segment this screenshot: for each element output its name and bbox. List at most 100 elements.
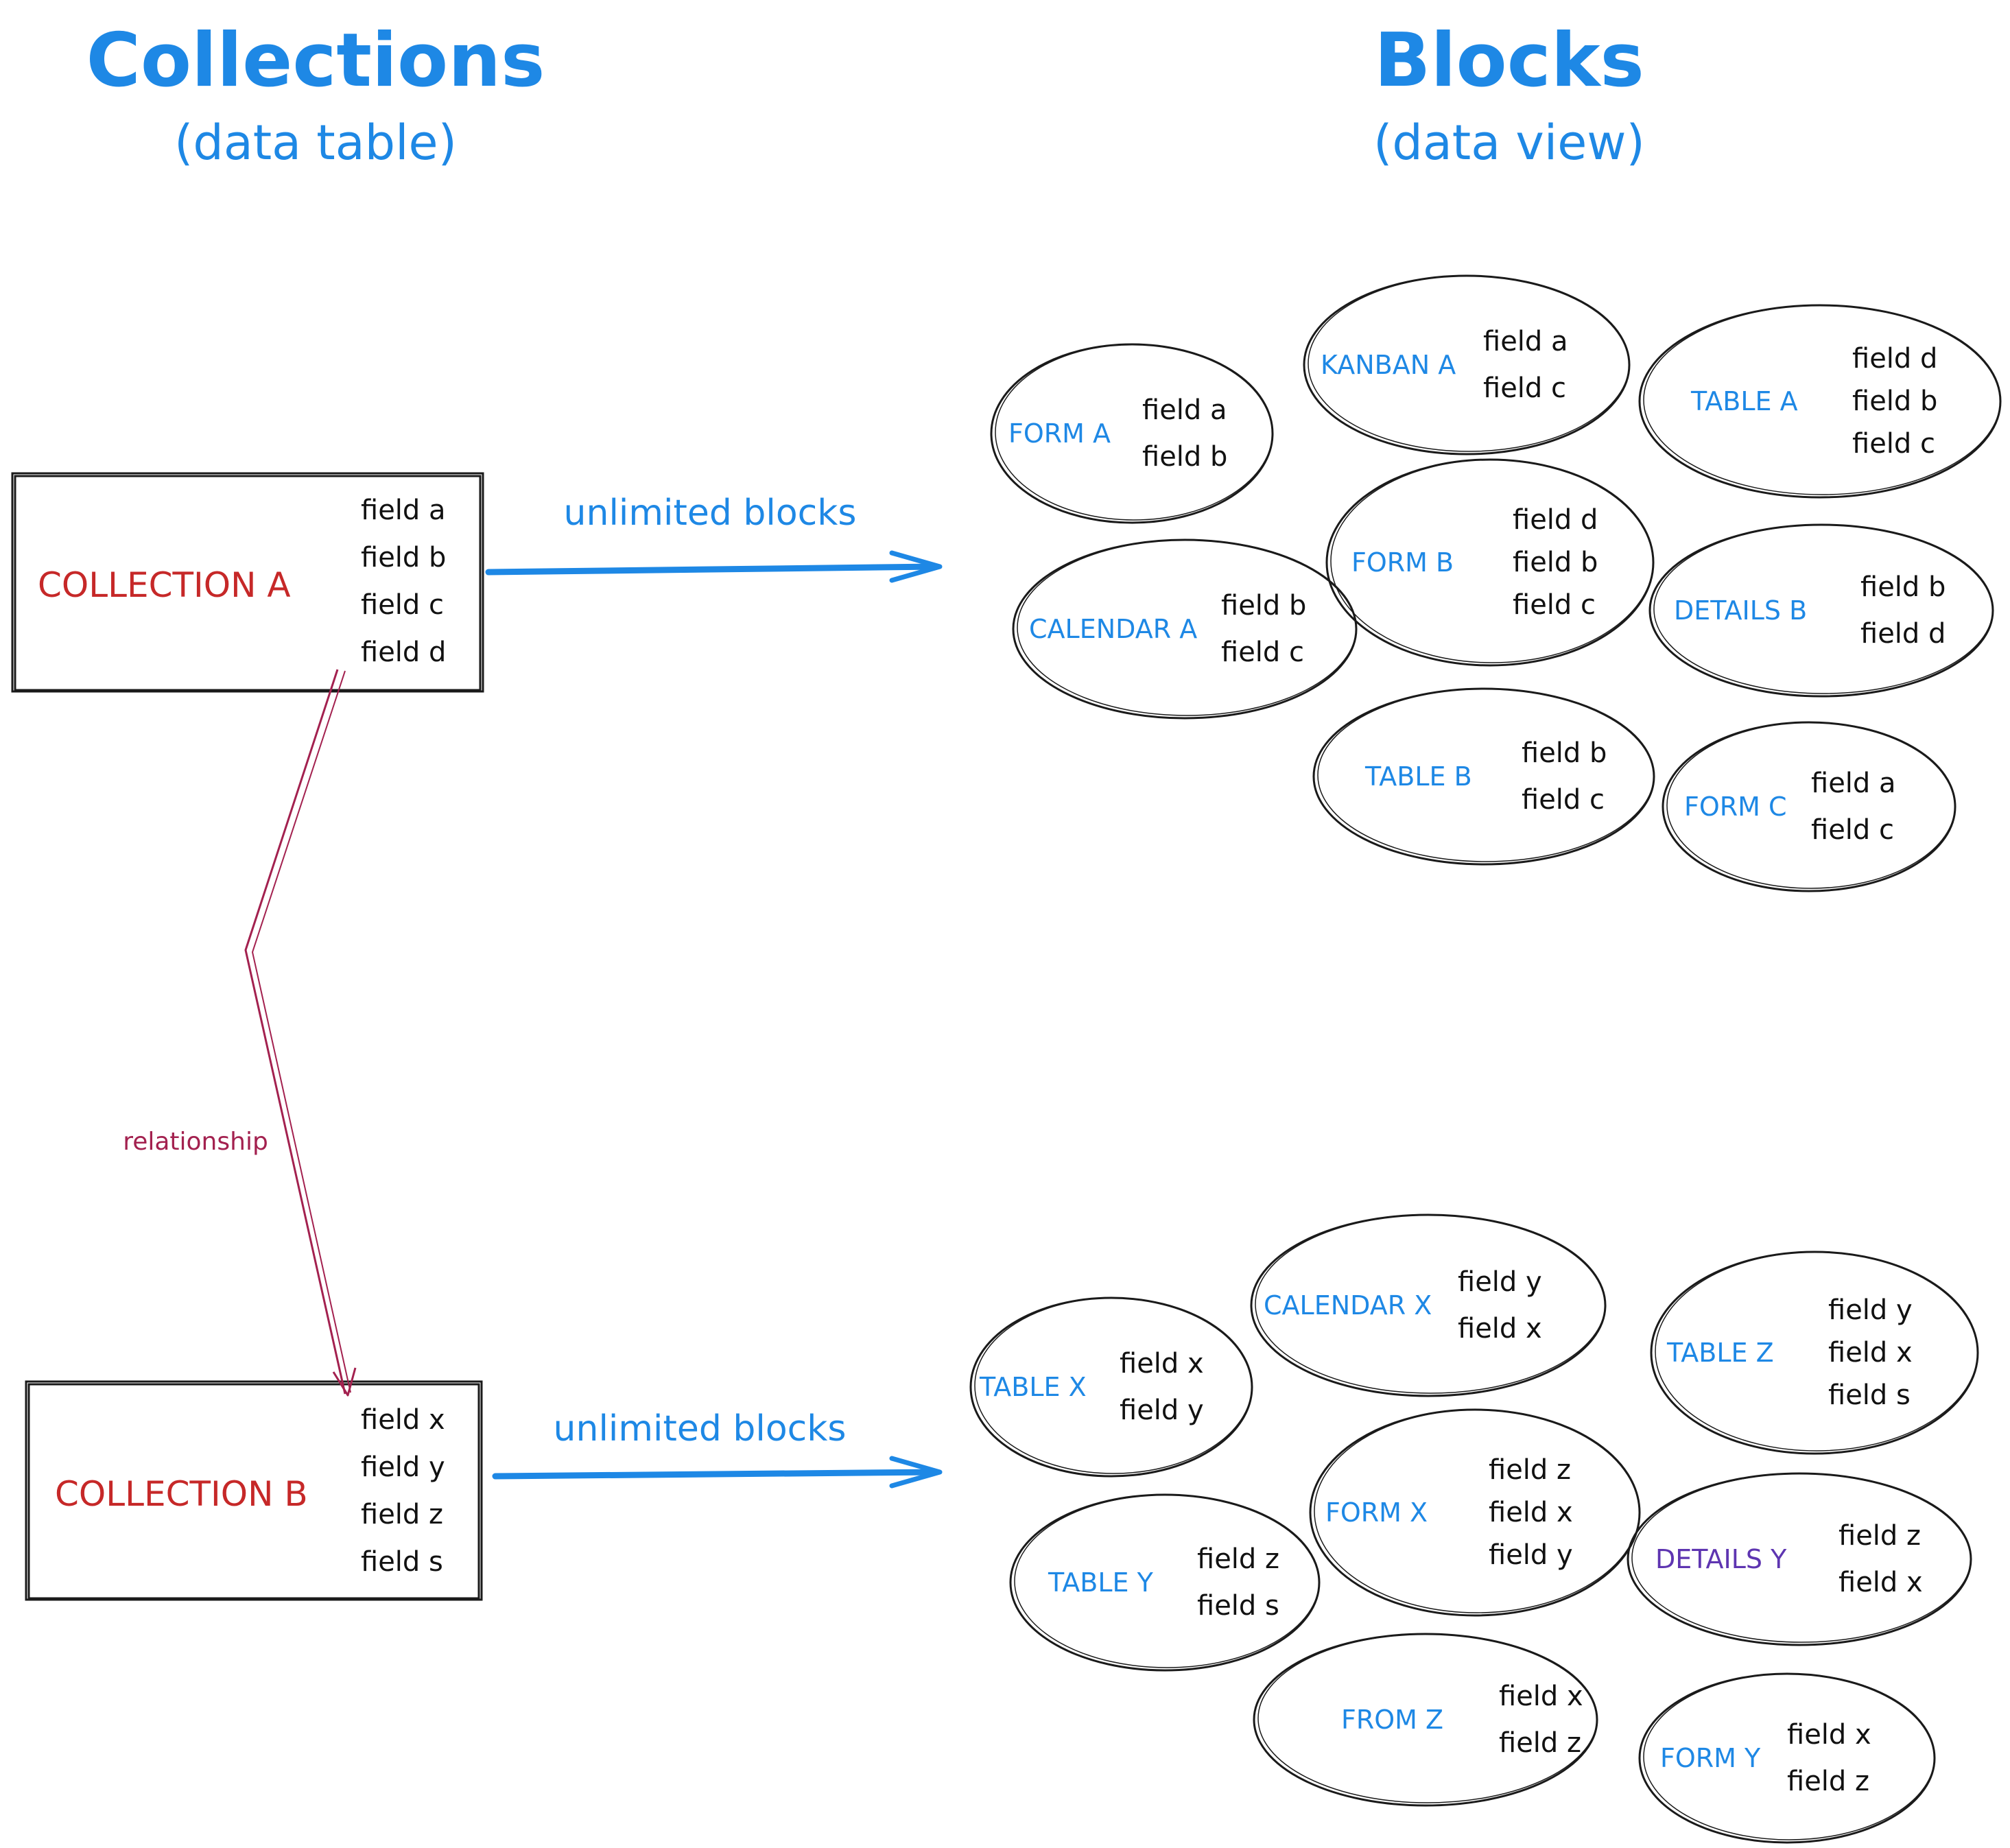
block-field: field z xyxy=(1787,1766,1869,1797)
collection-a-box-sketch xyxy=(14,475,482,691)
collection-b[interactable]: COLLECTION B field x field y field z fie… xyxy=(25,1380,483,1601)
block-ellipse-sketch xyxy=(1014,1494,1320,1668)
block-ellipse-sketch xyxy=(1330,459,1654,663)
block-ellipse-sketch xyxy=(974,1297,1253,1474)
block-form-c[interactable]: FORM C field a field c xyxy=(1662,721,1956,892)
block-field: field z xyxy=(1838,1520,1921,1552)
collection-b-field: field x xyxy=(361,1404,445,1436)
block-ellipse-sketch xyxy=(995,344,1273,521)
block-field: field a xyxy=(1483,326,1568,357)
collection-b-box-sketch xyxy=(27,1383,480,1600)
block-ellipse-sketch xyxy=(1631,1473,1972,1643)
block-field: field c xyxy=(1483,372,1566,404)
block-label: FORM C xyxy=(1684,792,1787,822)
block-calendar-x[interactable]: CALENDAR X field y field x xyxy=(1250,1213,1607,1397)
block-label: TABLE Y xyxy=(1048,1567,1154,1598)
block-kanban-a[interactable]: KANBAN A field a field c xyxy=(1303,274,1631,455)
block-form-a[interactable]: FORM A field a field b xyxy=(990,343,1274,524)
block-details-y[interactable]: DETAILS Y field z field x xyxy=(1627,1472,1972,1646)
block-field: field d xyxy=(1852,343,1937,375)
block-field: field d xyxy=(1513,504,1598,536)
block-table-y[interactable]: TABLE Y field z field s xyxy=(1009,1493,1321,1672)
block-ellipse-sketch xyxy=(1643,1673,1935,1840)
block-label: TABLE A xyxy=(1690,386,1798,416)
block-field: field x xyxy=(1828,1337,1913,1369)
arrow-b-label: unlimited blocks xyxy=(554,1408,847,1449)
block-ellipse-sketch xyxy=(1666,722,1956,889)
block-field: field b xyxy=(1142,441,1227,473)
block-field: field b xyxy=(1522,737,1607,769)
block-label: TABLE B xyxy=(1364,761,1472,792)
block-field: field z xyxy=(1499,1727,1581,1759)
unlimited-blocks-arrow-b: unlimited blocks xyxy=(492,1408,943,1489)
block-ellipse-sketch xyxy=(1653,524,1994,694)
block-label: TABLE Z xyxy=(1666,1338,1774,1368)
block-label: CALENDAR X xyxy=(1264,1290,1432,1320)
block-table-a[interactable]: TABLE A field d field b field c xyxy=(1638,304,2002,499)
block-field: field c xyxy=(1513,589,1596,621)
collection-a-field: field a xyxy=(361,495,446,526)
block-field: field b xyxy=(1852,386,1937,417)
block-field: field x xyxy=(1499,1681,1583,1712)
block-table-b[interactable]: TABLE B field b field c xyxy=(1312,687,1655,866)
collection-a-field: field d xyxy=(361,637,446,668)
block-field: field x xyxy=(1787,1719,1871,1751)
block-label: FORM X xyxy=(1325,1497,1428,1528)
block-label: FORM Y xyxy=(1660,1743,1761,1773)
block-label: KANBAN A xyxy=(1321,350,1456,380)
block-field: field c xyxy=(1811,814,1894,846)
block-label: FROM Z xyxy=(1341,1705,1443,1735)
block-field: field a xyxy=(1142,394,1227,426)
block-form-b[interactable]: FORM B field d field b field c xyxy=(1325,458,1655,667)
collection-a-box xyxy=(11,472,484,693)
block-label: CALENDAR A xyxy=(1029,614,1197,644)
block-field: field x xyxy=(1489,1497,1573,1528)
block-field: field s xyxy=(1197,1590,1279,1622)
blocks-group-a: FORM A field a field b KANBAN A field a field… xyxy=(990,274,2002,892)
block-from-z[interactable]: FROM Z field x field z xyxy=(1253,1633,1598,1807)
collection-a[interactable]: COLLECTION A field a field b field c fie… xyxy=(11,472,484,693)
collection-b-box xyxy=(25,1380,483,1601)
block-form-y[interactable]: FORM Y field x field z xyxy=(1638,1672,1936,1844)
block-label: DETAILS B xyxy=(1674,595,1807,626)
collection-a-field: field b xyxy=(361,542,446,573)
block-ellipse-sketch xyxy=(1308,275,1630,452)
block-field: field y xyxy=(1458,1266,1542,1298)
relationship-arrow: relationship xyxy=(123,669,357,1397)
block-label: FORM A xyxy=(1008,418,1111,449)
blocks-title: Blocks xyxy=(1374,18,1644,104)
collection-b-field: field y xyxy=(361,1452,445,1483)
collection-b-label: COLLECTION B xyxy=(55,1474,308,1514)
block-field: field z xyxy=(1489,1454,1571,1486)
block-label: FORM B xyxy=(1351,547,1454,578)
block-field: field x xyxy=(1838,1567,1923,1598)
collection-a-field: field c xyxy=(361,589,444,621)
collections-title: Collections xyxy=(86,18,545,104)
collection-b-field: field z xyxy=(361,1499,443,1530)
block-field: field b xyxy=(1513,547,1598,578)
block-field: field a xyxy=(1811,768,1896,799)
block-field: field y xyxy=(1120,1395,1204,1426)
block-ellipse-sketch xyxy=(1257,1633,1598,1803)
collection-a-label: COLLECTION A xyxy=(38,565,291,605)
block-ellipse-sketch xyxy=(1317,688,1655,862)
block-field: field c xyxy=(1522,784,1605,816)
block-field: field x xyxy=(1458,1313,1542,1344)
block-field: field c xyxy=(1852,428,1935,460)
block-field: field c xyxy=(1221,637,1304,668)
relationship-label: relationship xyxy=(123,1128,268,1156)
block-field: field z xyxy=(1197,1543,1279,1575)
block-label: DETAILS Y xyxy=(1655,1544,1787,1574)
block-label: TABLE X xyxy=(979,1372,1087,1402)
arrow-a-label: unlimited blocks xyxy=(564,493,857,534)
block-ellipse-sketch xyxy=(1643,305,2001,495)
block-field: field y xyxy=(1828,1294,1913,1326)
block-ellipse-sketch xyxy=(1017,539,1357,716)
block-ellipse-sketch xyxy=(1255,1214,1606,1394)
